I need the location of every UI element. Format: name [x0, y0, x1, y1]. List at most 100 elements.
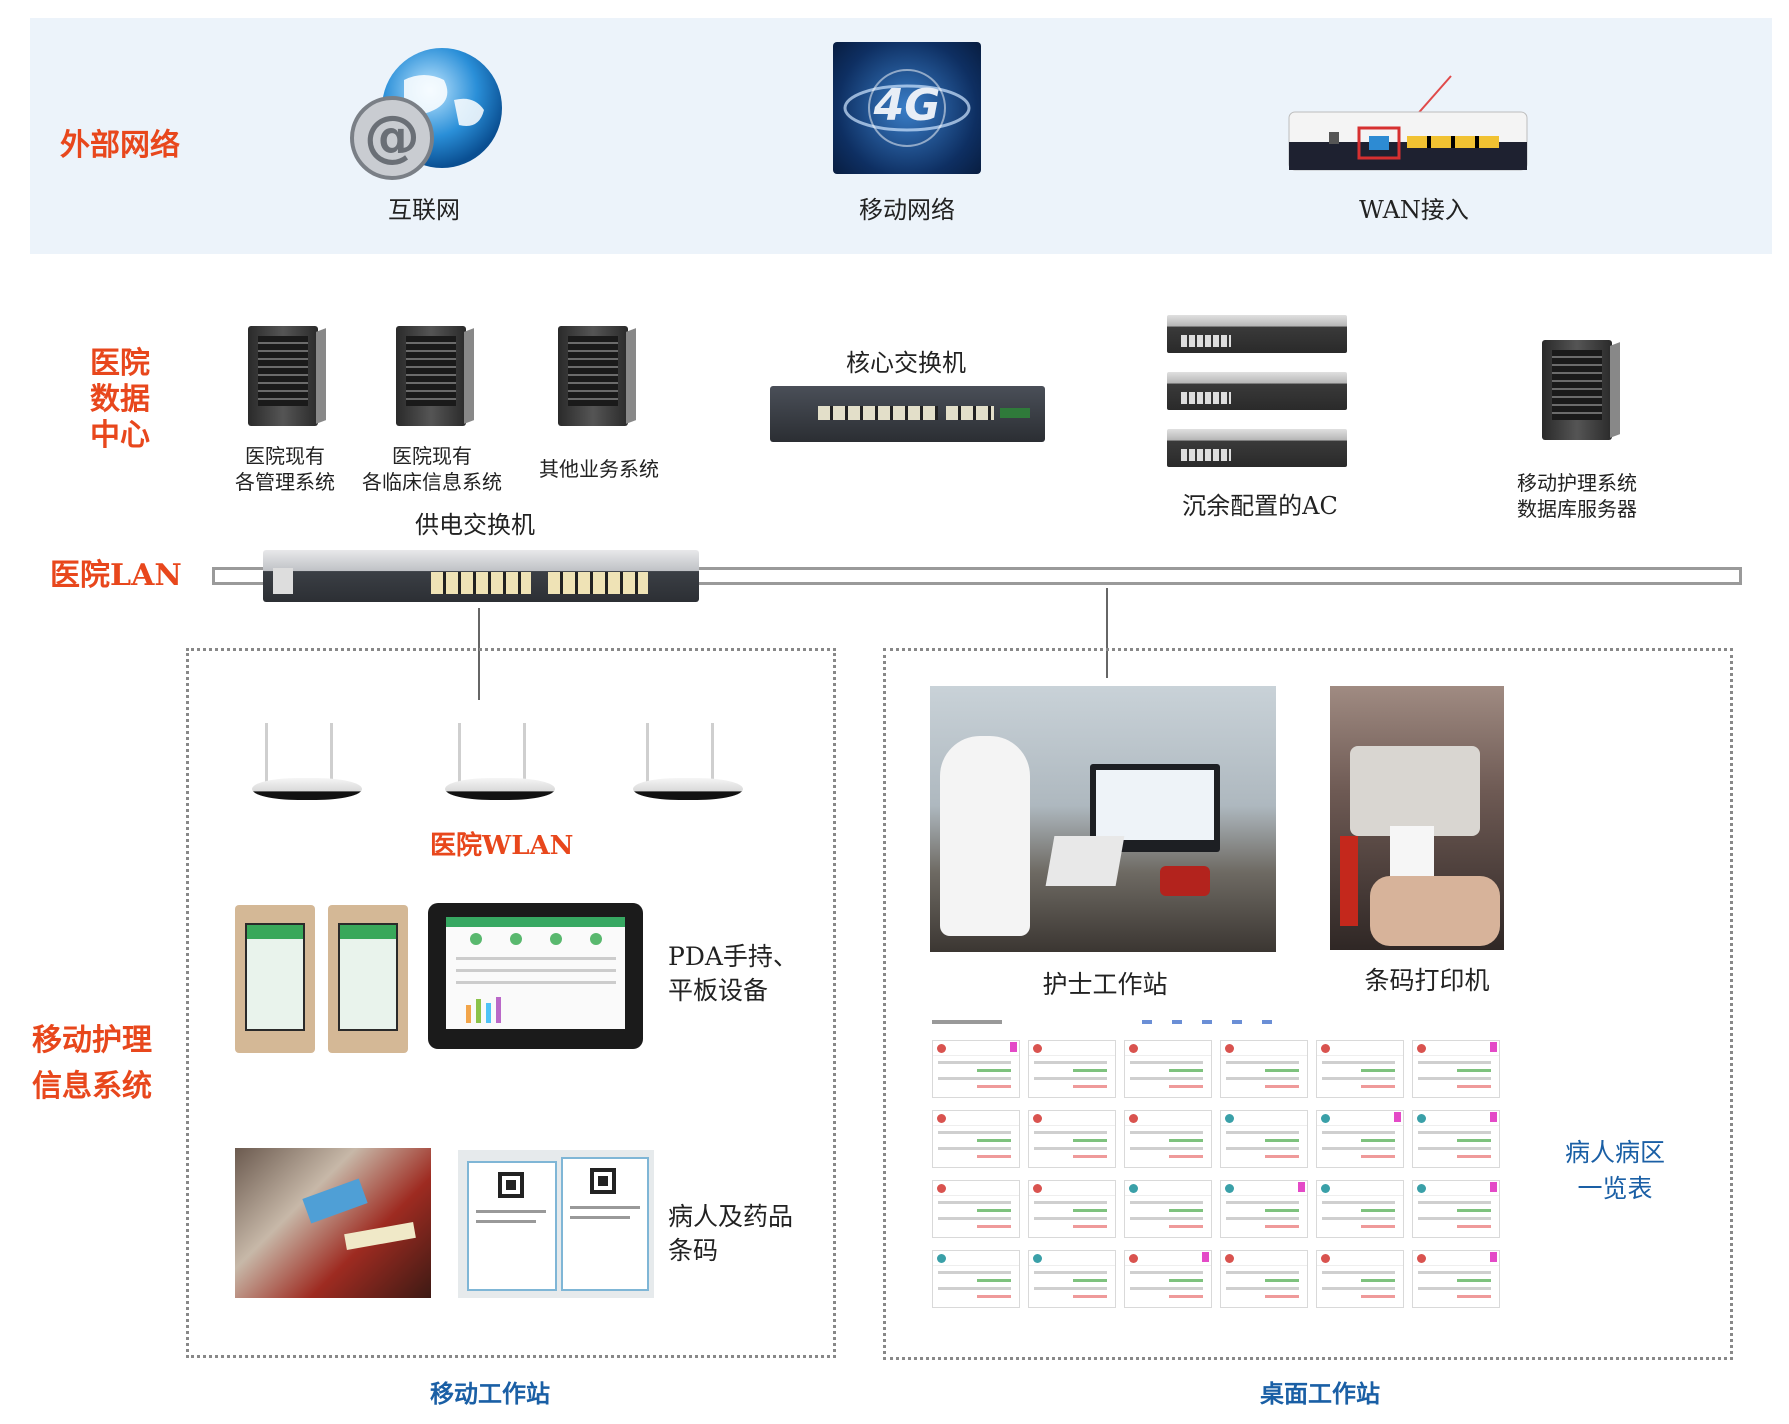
card-detail — [1321, 1184, 1330, 1193]
card-detail — [1029, 1041, 1115, 1056]
card-detail — [1130, 1131, 1203, 1134]
card-detail — [1130, 1077, 1203, 1080]
card-detail — [1226, 1061, 1299, 1064]
card-detail — [1321, 1044, 1330, 1053]
patient-card — [1220, 1180, 1308, 1238]
card-detail — [1034, 1077, 1107, 1080]
card-detail — [1073, 1155, 1107, 1158]
card-detail — [1418, 1131, 1491, 1134]
wristband-scan-photo — [235, 1148, 431, 1298]
card-detail — [1418, 1287, 1491, 1290]
card-detail — [1322, 1287, 1395, 1290]
card-detail — [1169, 1085, 1203, 1088]
patient-card — [1220, 1250, 1308, 1308]
card-detail — [1034, 1147, 1107, 1150]
card-detail — [1413, 1111, 1499, 1126]
card-detail — [1221, 1251, 1307, 1266]
patient-card — [1316, 1040, 1404, 1098]
card-detail — [1265, 1155, 1299, 1158]
card-detail — [1169, 1139, 1203, 1142]
patient-card — [1124, 1040, 1212, 1098]
card-detail — [1265, 1279, 1299, 1282]
card-detail — [1226, 1217, 1299, 1220]
card-detail — [1125, 1181, 1211, 1196]
medicine-barcode-photo — [458, 1150, 654, 1298]
caption-server-clinical: 医院现有 各临床信息系统 — [352, 443, 512, 495]
caption-db-server: 移动护理系统 数据库服务器 — [1492, 470, 1662, 522]
card-detail — [1457, 1279, 1491, 1282]
card-detail — [1129, 1254, 1138, 1263]
card-detail — [977, 1279, 1011, 1282]
card-detail — [938, 1131, 1011, 1134]
card-detail — [1457, 1085, 1491, 1088]
card-detail — [1169, 1279, 1203, 1282]
card-detail — [938, 1077, 1011, 1080]
caption-ac: 沉余配置的AC — [1182, 492, 1338, 520]
card-detail — [1265, 1209, 1299, 1212]
caption-line: 各管理系统 — [235, 470, 335, 494]
caption-line: 条码 — [668, 1236, 719, 1265]
svg-text:@: @ — [364, 104, 420, 169]
patient-card — [1220, 1110, 1308, 1168]
card-detail — [1029, 1111, 1115, 1126]
link-to-wlan — [478, 608, 480, 700]
caption-line: 医院现有 — [245, 444, 325, 468]
card-detail — [1490, 1252, 1497, 1262]
card-detail — [1033, 1184, 1042, 1193]
wan-router-icon — [1283, 72, 1533, 184]
mobile-nursing-line-1: 移动护理 — [32, 1023, 152, 1058]
card-detail — [1010, 1042, 1017, 1052]
card-detail — [938, 1217, 1011, 1220]
caption-wan: WAN接入 — [1359, 196, 1469, 224]
label-desktop-station: 桌面工作站 — [1260, 1379, 1380, 1408]
card-detail — [1322, 1061, 1395, 1064]
card-detail — [1418, 1077, 1491, 1080]
caption-line: 各临床信息系统 — [362, 470, 502, 494]
card-detail — [1417, 1254, 1426, 1263]
card-detail — [1033, 1044, 1042, 1053]
card-detail — [1265, 1085, 1299, 1088]
patient-card — [1412, 1180, 1500, 1238]
caption-core-switch: 核心交换机 — [846, 349, 966, 377]
card-detail — [1033, 1114, 1042, 1123]
card-detail — [1490, 1112, 1497, 1122]
card-detail — [1321, 1254, 1330, 1263]
card-detail — [1221, 1041, 1307, 1056]
card-detail — [977, 1225, 1011, 1228]
caption-server-other: 其他业务系统 — [539, 457, 659, 481]
wifi-router-icon — [445, 778, 555, 800]
card-detail — [1034, 1287, 1107, 1290]
datacenter-line-3: 中心 — [90, 418, 150, 453]
patient-card — [1316, 1180, 1404, 1238]
caption-line: 病人及药品 — [668, 1202, 794, 1231]
card-detail — [1125, 1111, 1211, 1126]
ward-overview-grid — [932, 1020, 1512, 1320]
patient-card — [932, 1110, 1020, 1168]
card-detail — [1225, 1254, 1234, 1263]
card-detail — [1226, 1077, 1299, 1080]
patient-card — [1316, 1110, 1404, 1168]
card-detail — [1321, 1114, 1330, 1123]
card-detail — [1413, 1181, 1499, 1196]
card-detail — [1418, 1147, 1491, 1150]
card-detail — [1322, 1217, 1395, 1220]
card-detail — [1073, 1085, 1107, 1088]
4g-badge-text: 4G — [873, 80, 941, 131]
nurse-workstation-photo — [930, 686, 1276, 952]
label-hospital-wlan: 医院WLAN — [430, 831, 574, 861]
server-icon — [558, 326, 628, 426]
card-detail — [1221, 1111, 1307, 1126]
card-detail — [937, 1114, 946, 1123]
card-detail — [1413, 1041, 1499, 1056]
card-detail — [1457, 1225, 1491, 1228]
card-detail — [1125, 1251, 1211, 1266]
wifi-router-icon — [633, 778, 743, 800]
card-detail — [1418, 1271, 1491, 1274]
card-detail — [977, 1085, 1011, 1088]
card-detail — [977, 1209, 1011, 1212]
patient-card — [1028, 1250, 1116, 1308]
card-detail — [933, 1181, 1019, 1196]
card-detail — [1169, 1209, 1203, 1212]
caption-poe-switch: 供电交换机 — [415, 511, 535, 539]
card-detail — [1034, 1271, 1107, 1274]
